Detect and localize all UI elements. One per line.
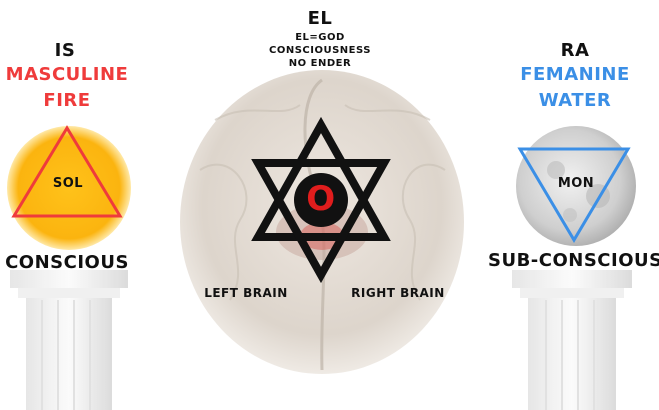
right-name: RA [545,40,605,61]
left-brain-label: LEFT BRAIN [196,286,296,300]
left-quality-2: FIRE [30,90,104,111]
left-state-label: CONSCIOUS [0,252,134,273]
right-state-label: SUB-CONSCIOUS [488,250,656,271]
left-quality-1: MASCULINE [0,64,134,85]
right-brain-label: RIGHT BRAIN [343,286,453,300]
center-title: EL [270,8,370,29]
center-symbol: O [301,175,341,223]
center-line-1: EL=GOD [250,32,390,44]
sun-emblem-label: SOL [42,176,94,191]
right-quality-2: WATER [525,90,625,111]
left-name: IS [30,40,100,61]
right-quality-1: FEMANINE [510,64,640,85]
center-line-2: CONSCIOUSNESS [250,45,390,57]
moon-emblem-label: MON [548,176,604,191]
right-pillar-image [512,270,632,410]
center-line-3: NO ENDER [250,58,390,70]
left-pillar-image [10,270,128,410]
